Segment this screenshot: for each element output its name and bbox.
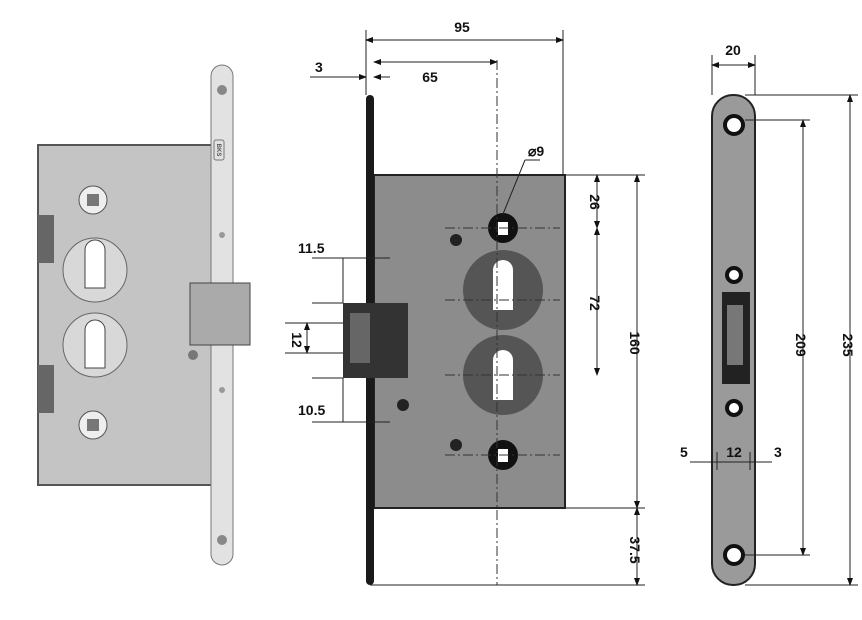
dim-3: 3	[315, 59, 323, 75]
dim-37-5: 37.5	[627, 536, 643, 563]
lock-case	[37, 144, 217, 486]
dim-5: 5	[680, 444, 688, 460]
dim-follower-9: ⌀9	[528, 143, 544, 159]
dim-209: 209	[793, 333, 809, 357]
dim-20: 20	[725, 42, 741, 58]
dim-65: 65	[422, 69, 438, 85]
lock-photo: BKS	[37, 64, 251, 566]
faceplate-front-view: 20 209 235 5 12 3	[680, 42, 858, 586]
dim-3-right: 3	[774, 444, 782, 460]
dim-10-5: 10.5	[298, 402, 325, 418]
dim-11-5: 11.5	[298, 240, 325, 256]
dim-12-slot: 12	[726, 444, 742, 460]
dim-160: 160	[627, 331, 643, 355]
latch-bolt	[189, 282, 251, 346]
dim-26: 26	[587, 194, 603, 210]
dim-235: 235	[840, 333, 856, 357]
side-view-drawing: 95 65 3 ⌀9 26 72 160 37.5 11.5 12 10.5	[285, 19, 645, 586]
dim-95: 95	[454, 19, 470, 35]
dim-12-latch: 12	[289, 332, 305, 348]
brand-mark-box	[213, 139, 225, 161]
brand-mark: BKS	[215, 144, 221, 157]
dim-72: 72	[587, 295, 603, 311]
